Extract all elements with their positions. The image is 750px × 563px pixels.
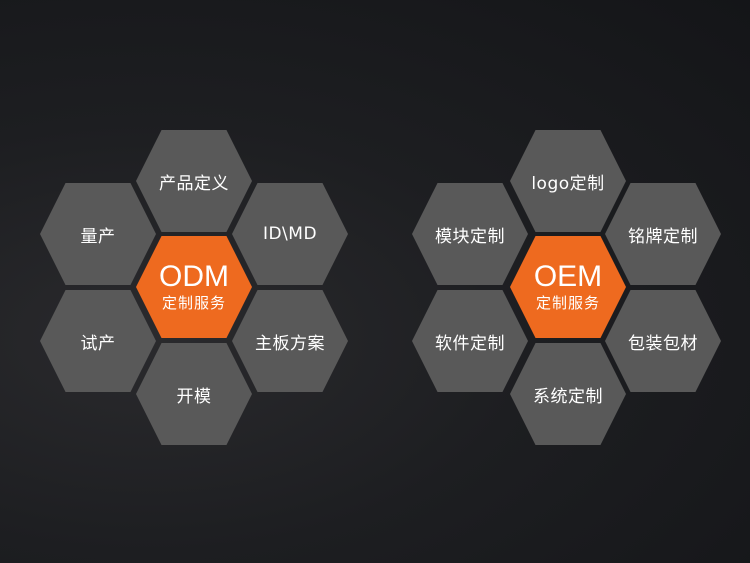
odm-upper-left-label: 量产 (80, 226, 116, 247)
oem-lower-left-hex: 软件定制 (412, 290, 528, 392)
oem-upper-right-hex: 铭牌定制 (605, 183, 721, 285)
oem-bottom-label: 系统定制 (533, 386, 603, 407)
odm-center-title: ODM (159, 260, 229, 293)
oem-upper-left-hex: 模块定制 (412, 183, 528, 285)
odm-top-hex: 产品定义 (136, 130, 252, 232)
odm-center-subtitle: 定制服务 (161, 294, 226, 312)
odm-lower-left-hex: 试产 (40, 290, 156, 392)
odm-lower-left-label: 试产 (80, 333, 116, 354)
oem-bottom-hex: 系统定制 (510, 343, 626, 445)
oem-top-label: logo定制 (531, 173, 605, 194)
odm-lower-right-hex: 主板方案 (232, 290, 348, 392)
oem-upper-left-label: 模块定制 (435, 226, 505, 247)
odm-bottom-label: 开模 (176, 386, 212, 407)
odm-upper-left-hex: 量产 (40, 183, 156, 285)
odm-upper-right-hex: ID\MD (232, 183, 348, 285)
oem-center-title: OEM (533, 260, 603, 293)
oem-lower-left-label: 软件定制 (435, 333, 505, 354)
odm-center-hex: ODM 定制服务 (136, 236, 252, 338)
oem-top-hex: logo定制 (510, 130, 626, 232)
oem-center-subtitle: 定制服务 (535, 294, 600, 312)
odm-upper-right-label: ID\MD (262, 224, 318, 244)
oem-lower-right-label: 包装包材 (628, 333, 698, 354)
oem-center-hex: OEM 定制服务 (510, 236, 626, 338)
oem-upper-right-label: 铭牌定制 (628, 226, 698, 247)
oem-lower-right-hex: 包装包材 (605, 290, 721, 392)
odm-bottom-hex: 开模 (136, 343, 252, 445)
odm-top-label: 产品定义 (159, 173, 229, 194)
odm-lower-right-label: 主板方案 (255, 333, 325, 354)
